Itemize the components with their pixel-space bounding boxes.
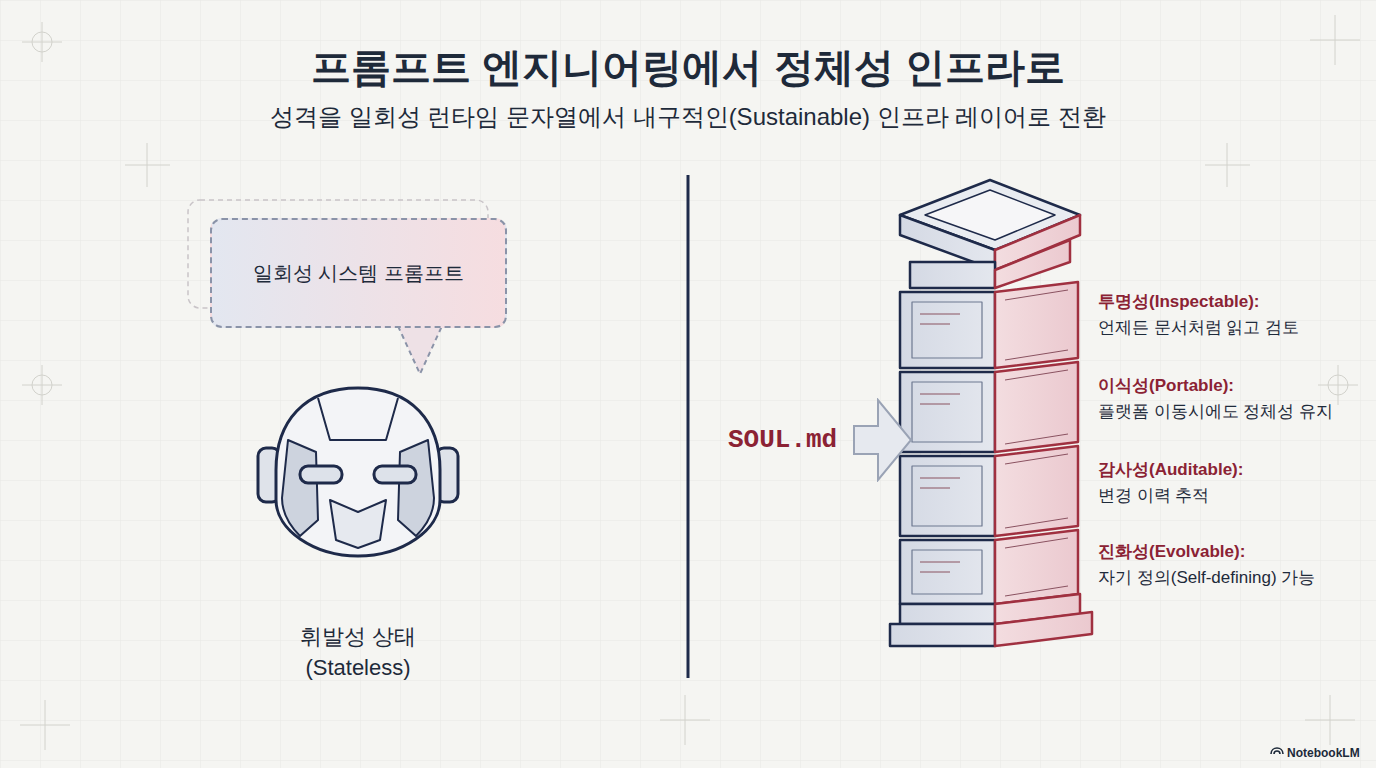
property-heading: 감사성(Auditable): bbox=[1098, 458, 1243, 482]
property-body: 언제든 문서처럼 읽고 검토 bbox=[1098, 316, 1299, 340]
bubble-tail bbox=[398, 326, 442, 374]
property-body: 자기 정의(Self-defining) 가능 bbox=[1098, 566, 1315, 590]
property-body: 플랫폼 이동시에도 정체성 유지 bbox=[1098, 400, 1333, 424]
property-body: 변경 이력 추적 bbox=[1098, 484, 1209, 508]
pillar-panel bbox=[912, 466, 982, 526]
bubble-text: 일회성 시스템 프롬프트 bbox=[253, 260, 464, 287]
state-label: 휘발성 상태 (Stateless) bbox=[278, 622, 438, 684]
pillar-block-front bbox=[900, 292, 995, 368]
arrow-polygon bbox=[854, 400, 911, 480]
watermark-icon bbox=[1271, 748, 1283, 754]
soul-file-arrow: SOUL.md bbox=[722, 398, 914, 482]
property-heading: 진화성(Evolvable): bbox=[1098, 540, 1245, 564]
watermark: NotebookLM bbox=[1287, 745, 1360, 762]
pillar-detail bbox=[920, 538, 1068, 596]
pillar-panel bbox=[912, 302, 982, 358]
subtitle: 성격을 일회성 런타임 문자열에서 내구적인(Sustainable) 인프라 … bbox=[0, 100, 1376, 134]
robot-head bbox=[258, 388, 458, 556]
pillar-block-side bbox=[995, 530, 1078, 604]
pillar-detail bbox=[920, 454, 1068, 528]
pillar-block-front bbox=[900, 456, 995, 536]
property-heading: 이식성(Portable): bbox=[1098, 374, 1234, 398]
pillar bbox=[890, 180, 1092, 646]
title: 프롬프트 엔지니어링에서 정체성 인프라로 bbox=[0, 40, 1376, 95]
pillar-detail bbox=[920, 290, 1068, 360]
prompt-bubble: 일회성 시스템 프롬프트 bbox=[210, 218, 507, 328]
divider-line bbox=[687, 175, 690, 678]
property-heading: 투명성(Inspectable): bbox=[1098, 290, 1260, 314]
pillar-detail bbox=[920, 370, 1068, 444]
file-name: SOUL.md bbox=[728, 425, 837, 455]
pillar-block-front bbox=[900, 372, 995, 452]
pillar-panel bbox=[912, 382, 982, 442]
